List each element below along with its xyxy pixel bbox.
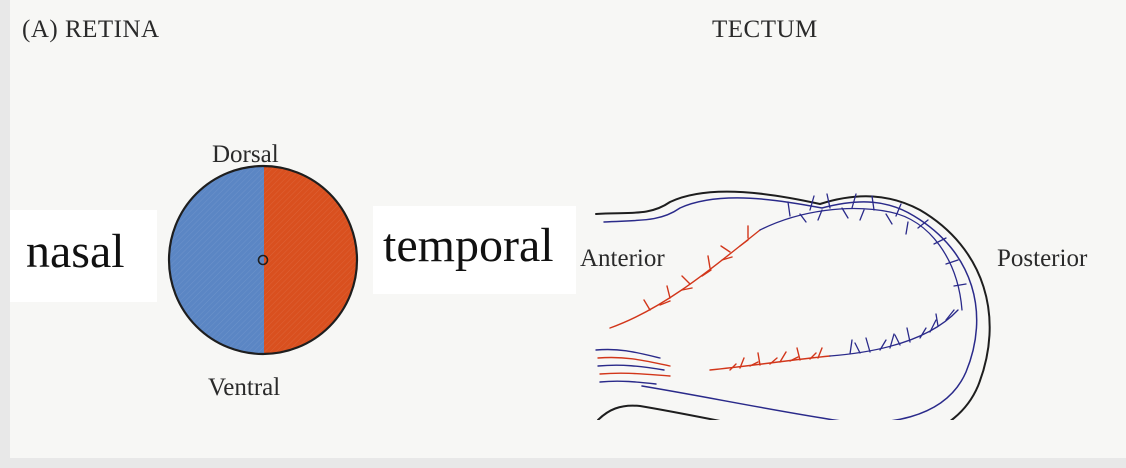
optic-tract-fibers — [596, 349, 664, 384]
tectum-outline — [596, 192, 990, 420]
retina-disc — [162, 160, 362, 360]
nasal-label-box: nasal — [10, 210, 157, 302]
nasal-axon-arbors — [760, 194, 966, 356]
retina-ventral-label: Ventral — [208, 374, 280, 402]
tectum-drawing — [590, 160, 1010, 420]
temporal-label-box: temporal — [373, 206, 576, 294]
retina-dorsal-label: Dorsal — [212, 141, 279, 169]
retina-panel-label: (A) RETINA — [22, 16, 160, 44]
nasal-label: nasal — [26, 224, 125, 279]
tectum-posterior-label: Posterior — [997, 245, 1087, 273]
tectum-anterior-label: Anterior — [580, 245, 665, 273]
temporal-label: temporal — [383, 218, 554, 273]
tectum-inner-outline — [604, 198, 977, 420]
tectum-title: TECTUM — [712, 16, 818, 44]
